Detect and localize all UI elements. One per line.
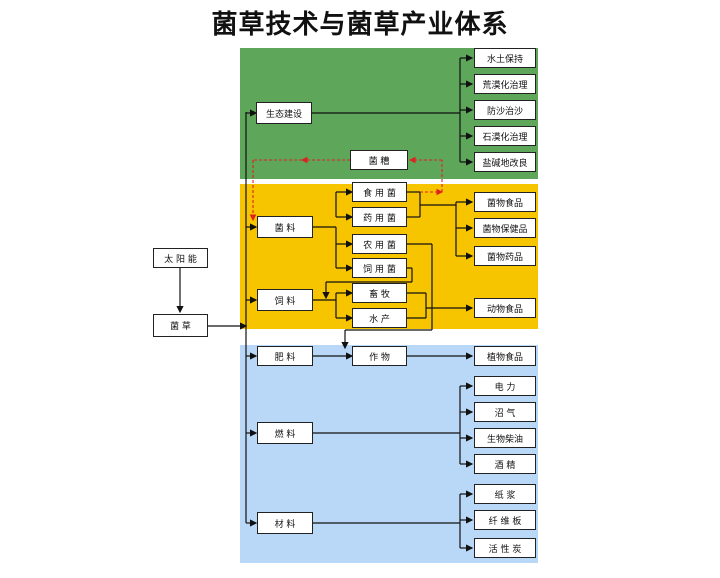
- output-alcohol: 酒 精: [474, 454, 536, 474]
- solar-energy-node: 太 阳 能: [153, 248, 208, 268]
- output-animal-food: 动物食品: [474, 298, 536, 318]
- livestock-node: 畜 牧: [352, 283, 407, 303]
- output-pulp: 纸 浆: [474, 484, 536, 504]
- material-node: 材 料: [257, 512, 313, 534]
- agri-fungi-node: 农 用 菌: [352, 234, 407, 254]
- diagram-title: 菌草技术与菌草产业体系: [211, 10, 509, 40]
- feed-node: 饲 料: [257, 289, 313, 311]
- output-electricity: 电 力: [474, 376, 536, 396]
- fungi-material-node: 菌 料: [257, 216, 313, 238]
- output-rock-desert: 石漠化治理: [474, 126, 536, 146]
- output-sand-control: 防沙治沙: [474, 100, 536, 120]
- output-fungi-food: 菌物食品: [474, 192, 536, 212]
- crops-node: 作 物: [352, 346, 407, 366]
- edible-fungi-node: 食 用 菌: [352, 182, 407, 202]
- aquatic-node: 水 产: [352, 308, 407, 328]
- fuel-node: 燃 料: [257, 422, 313, 444]
- output-desertification: 荒漠化治理: [474, 74, 536, 94]
- output-fungi-health: 菌物保健品: [474, 218, 536, 238]
- output-activated-carbon: 活 性 炭: [474, 538, 536, 558]
- output-soil-conservation: 水土保持: [474, 48, 536, 68]
- mushroom-bran-node: 菌 糟: [350, 150, 408, 170]
- fertilizer-node: 肥 料: [257, 346, 313, 366]
- output-plant-food: 植物食品: [474, 346, 536, 366]
- feed-fungi-node: 饲 用 菌: [352, 258, 407, 278]
- output-biogas: 沼 气: [474, 402, 536, 422]
- eco-construction-node: 生态建设: [256, 102, 312, 124]
- medicinal-fungi-node: 药 用 菌: [352, 207, 407, 227]
- output-saline-soil: 盐碱地改良: [474, 152, 536, 172]
- output-fungi-medicine: 菌物药品: [474, 246, 536, 266]
- output-biodiesel: 生物柴油: [474, 428, 536, 448]
- output-fiberboard: 纤 维 板: [474, 510, 536, 530]
- juncao-node: 菌 草: [153, 314, 208, 337]
